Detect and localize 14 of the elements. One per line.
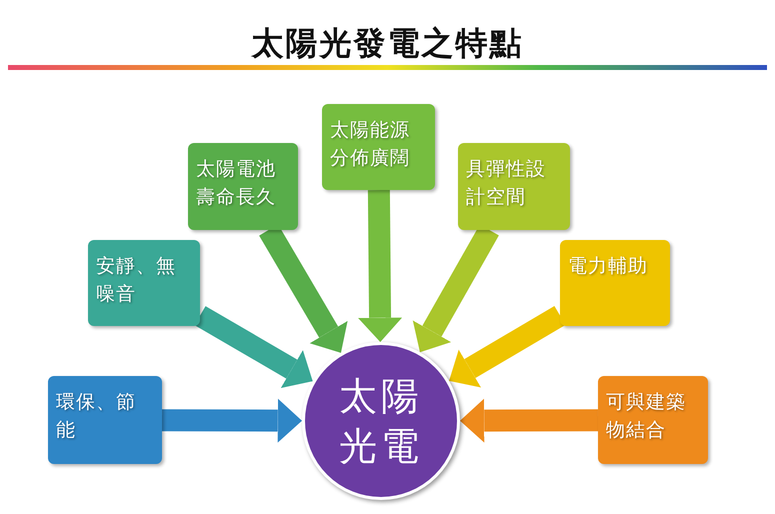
arrow bbox=[162, 398, 302, 443]
feature-box: 安靜、無噪音 bbox=[88, 240, 200, 326]
feature-box: 太陽能源分佈廣闊 bbox=[322, 104, 435, 190]
arrow bbox=[194, 306, 313, 388]
feature-box: 環保、節能 bbox=[48, 376, 162, 464]
feature-box: 太陽電池壽命長久 bbox=[188, 143, 298, 230]
feature-box: 具彈性設計空間 bbox=[458, 143, 570, 230]
center-circle: 太陽光電 bbox=[302, 342, 460, 500]
title: 太陽光發電之特點 bbox=[252, 23, 524, 64]
arrow bbox=[460, 398, 598, 443]
arrow bbox=[449, 306, 566, 388]
arrow bbox=[358, 190, 402, 342]
feature-box: 可與建築物結合 bbox=[598, 376, 708, 464]
feature-box: 電力輔助 bbox=[560, 240, 670, 326]
